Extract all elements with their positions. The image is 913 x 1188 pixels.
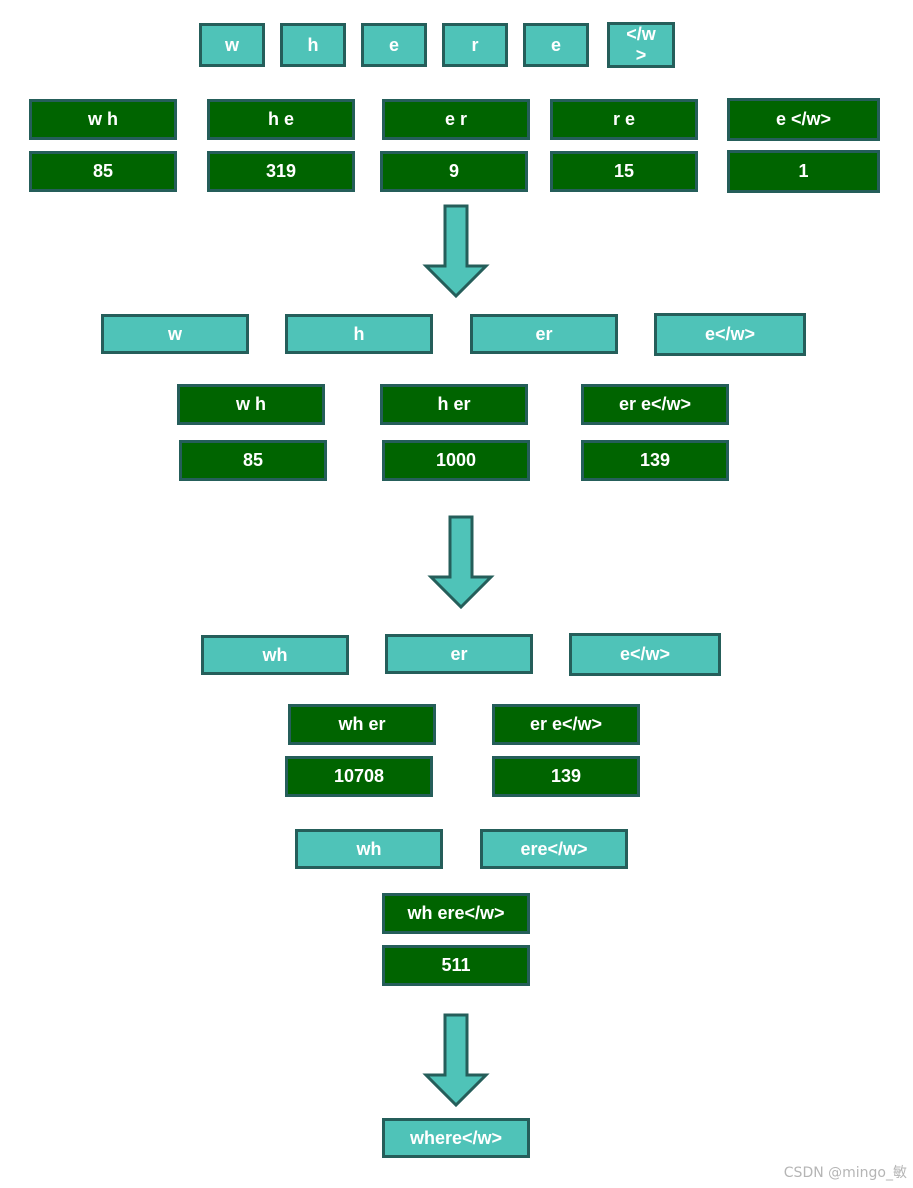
stage4-pair: wh ere</w> [382, 893, 530, 934]
stage1-count: 319 [207, 151, 355, 192]
stage2-count: 139 [581, 440, 729, 481]
stage3-token: wh [201, 635, 349, 675]
stage1-count: 1 [727, 150, 880, 193]
stage1-token: h [280, 23, 346, 67]
stage2-token: h [285, 314, 433, 354]
stage1-token: e [361, 23, 427, 67]
stage1-pair: e r [382, 99, 530, 140]
stage4-token: ere</w> [480, 829, 628, 869]
stage2-token: er [470, 314, 618, 354]
watermark-text: CSDN @mingo_敏 [783, 1165, 907, 1181]
stage2-count: 85 [179, 440, 327, 481]
stage2-pair: w h [177, 384, 325, 425]
stage4-token: wh [295, 829, 443, 869]
stage3-count: 10708 [285, 756, 433, 797]
stage2-token: e</w> [654, 313, 806, 356]
stage3-token: e</w> [569, 633, 721, 676]
stage4-count: 511 [382, 945, 530, 986]
stage1-token-end: </w> [607, 22, 675, 68]
stage1-pair: w h [29, 99, 177, 140]
stage2-count: 1000 [382, 440, 530, 481]
stage3-token: er [385, 634, 533, 674]
down-arrow-icon [422, 204, 490, 299]
stage2-pair: er e</w> [581, 384, 729, 425]
stage3-pair: er e</w> [492, 704, 640, 745]
down-arrow-icon [422, 1013, 490, 1108]
stage2-pair: h er [380, 384, 528, 425]
stage1-count: 15 [550, 151, 698, 192]
stage1-count: 9 [380, 151, 528, 192]
stage1-pair: h e [207, 99, 355, 140]
stage1-count: 85 [29, 151, 177, 192]
down-arrow-icon [427, 515, 495, 610]
stage1-token: e [523, 23, 589, 67]
stage1-token: w [199, 23, 265, 67]
stage1-pair: r e [550, 99, 698, 140]
stage1-pair: e </w> [727, 98, 880, 141]
stage3-count: 139 [492, 756, 640, 797]
stage1-token: r [442, 23, 508, 67]
stage3-pair: wh er [288, 704, 436, 745]
result-token: where</w> [382, 1118, 530, 1158]
stage2-token: w [101, 314, 249, 354]
